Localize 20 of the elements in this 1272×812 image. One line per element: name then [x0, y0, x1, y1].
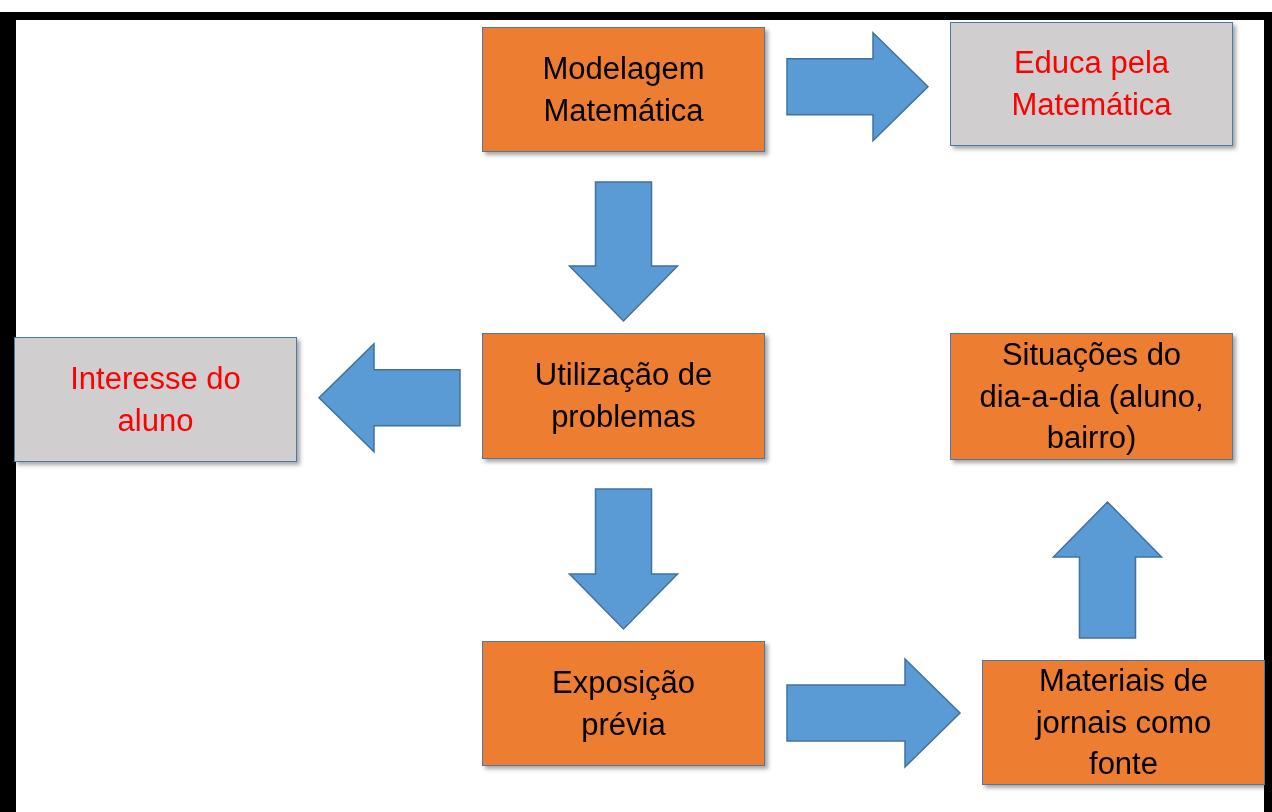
block-arrow — [786, 657, 962, 769]
box-label: Interesse do aluno — [69, 359, 242, 440]
process-box — [950, 333, 1233, 460]
block-arrow — [567, 488, 680, 631]
outcome-box — [950, 22, 1233, 146]
box-label: Exposição prévia — [551, 663, 696, 744]
block-arrow — [1051, 500, 1164, 639]
process-box — [982, 660, 1265, 785]
box-label: Educa pela Matemática — [1010, 44, 1173, 124]
box-label: Utilização de problemas — [533, 356, 714, 436]
process-box — [482, 641, 765, 766]
block-arrow — [317, 341, 461, 454]
box-label: Materiais de jornais como fonte — [1034, 661, 1213, 784]
outcome-box — [14, 337, 297, 462]
box-label: Situações do dia-a-dia (aluno, bairro) — [978, 335, 1205, 458]
block-arrow — [567, 181, 680, 323]
box-label: Modelagem Matemática — [541, 49, 706, 130]
block-arrow — [786, 30, 930, 143]
process-box — [482, 333, 765, 459]
process-box — [482, 27, 765, 152]
